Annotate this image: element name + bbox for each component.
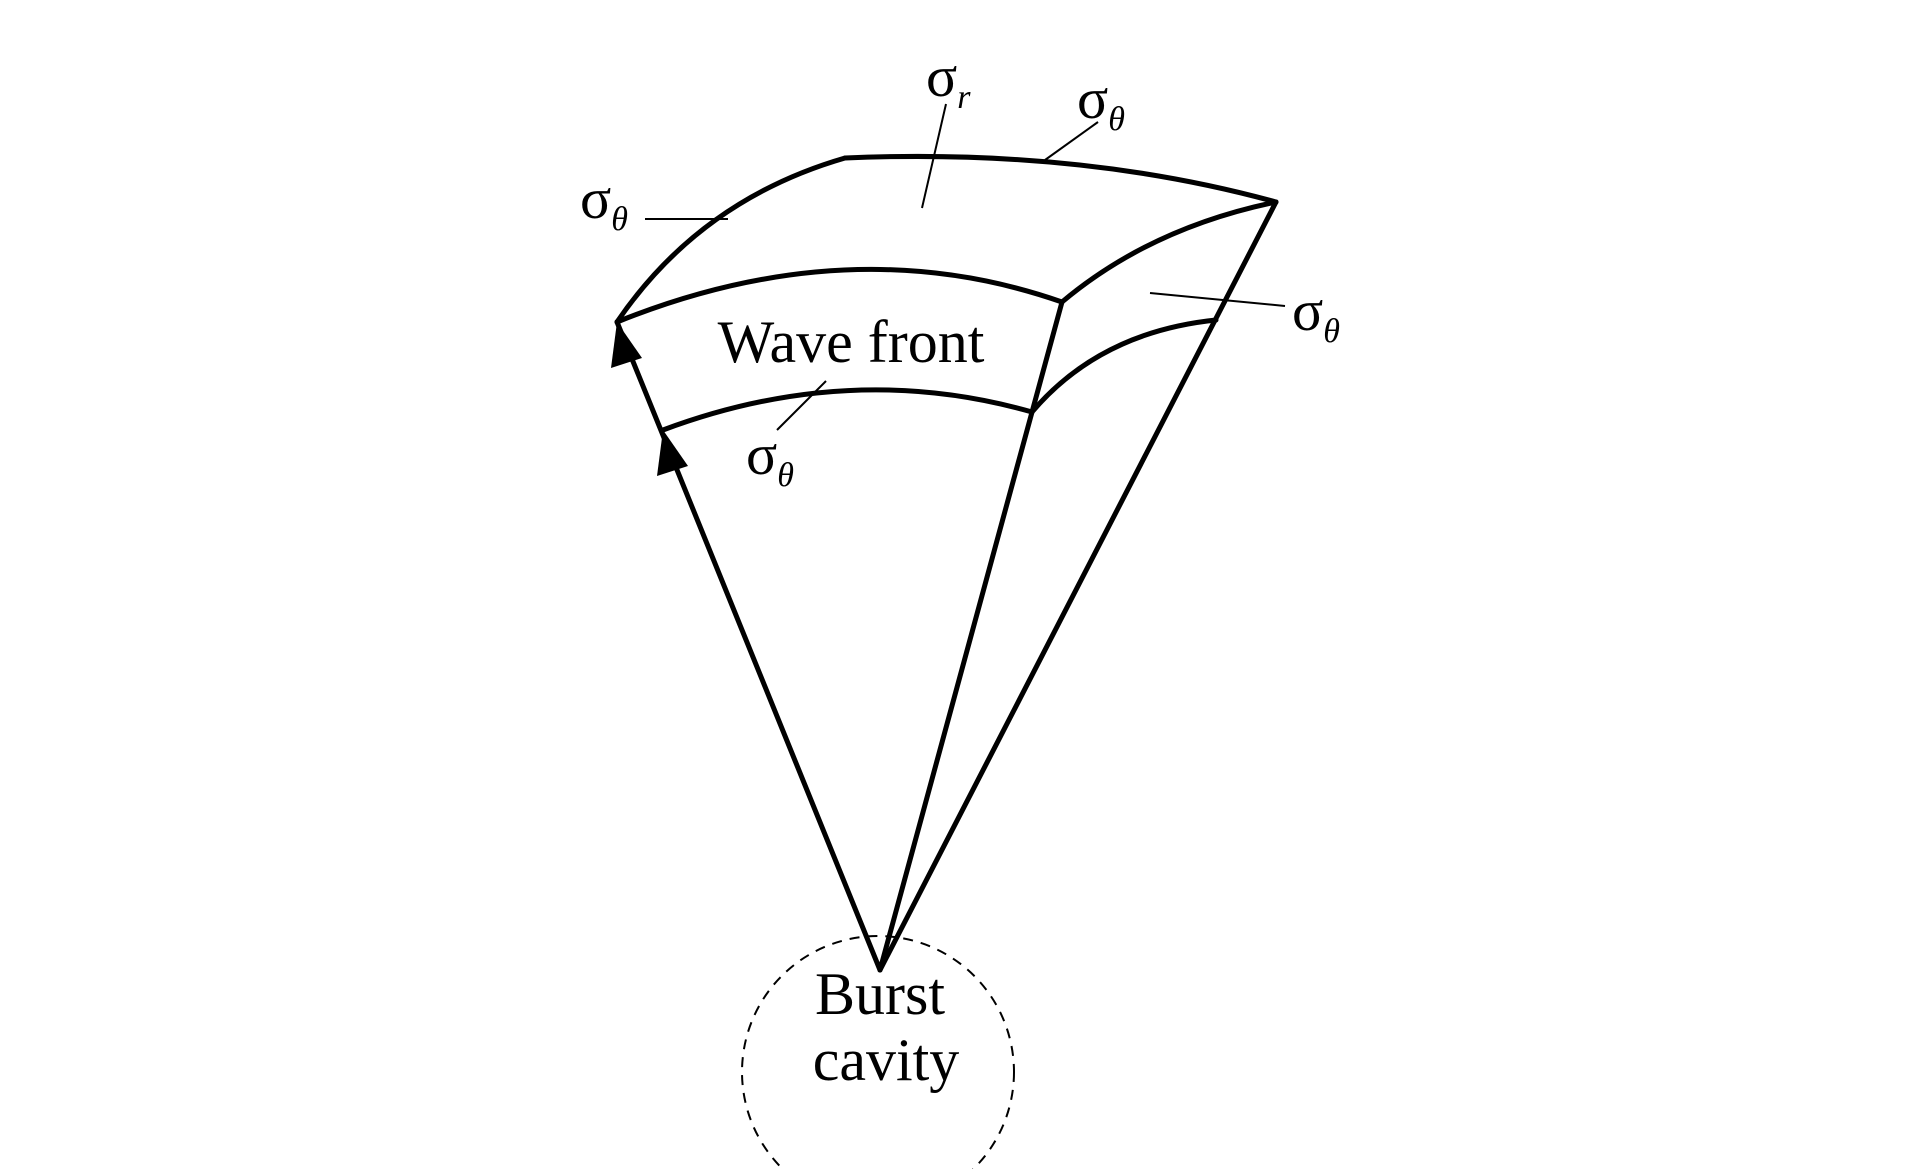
top-face-right-arc — [1059, 199, 1279, 305]
sigma-theta-front-label: σθ — [746, 422, 794, 494]
cavity-label: cavity — [813, 1027, 960, 1093]
leader-sigma-theta-front — [776, 380, 827, 431]
wave-front-inner-arc — [660, 387, 1035, 433]
burst-label: Burst — [815, 961, 945, 1027]
top-face-left-arc — [614, 155, 848, 325]
right-radial-edge — [877, 199, 1279, 973]
side-face-inner-arc — [1029, 317, 1219, 415]
wave-front-outer-arc — [614, 266, 1065, 325]
sigma-theta-right-label: σθ — [1292, 278, 1340, 350]
sigma-theta-left-label: σθ — [580, 166, 628, 238]
wave-front-label: Wave front — [718, 309, 985, 375]
leader-sigma-theta-top — [1044, 121, 1099, 161]
lower-arrowhead — [657, 430, 688, 476]
burst-cavity-circle — [741, 935, 1015, 1169]
top-face-far-arc — [842, 153, 1279, 205]
sigma-r-label: σr — [926, 44, 971, 116]
sigma-theta-top-label: σθ — [1077, 66, 1125, 138]
leader-sigma-theta-right — [1149, 292, 1286, 307]
left-radial-edge — [614, 319, 883, 973]
upper-arrowhead — [611, 322, 642, 368]
leader-sigma-r — [921, 103, 947, 209]
middle-radial-edge — [877, 299, 1065, 973]
